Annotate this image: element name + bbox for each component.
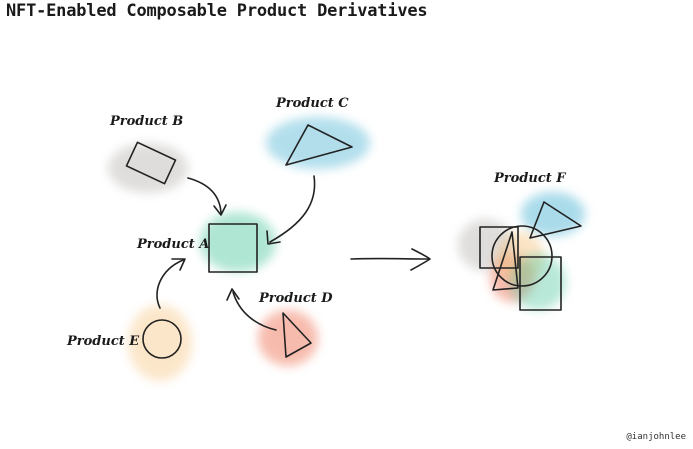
- product-d-triangle-shape: [282, 312, 312, 358]
- product-b-rectangle-shape: [125, 141, 177, 185]
- product-a-label: Product A: [136, 237, 209, 252]
- product-f-rectangle-shape: [479, 226, 519, 269]
- product-e-label: Product E: [66, 334, 140, 349]
- product-e-node: Product E: [66, 305, 192, 381]
- product-d-watercolor-blob: [258, 310, 318, 366]
- arrow-d-to-a: [226, 288, 277, 331]
- product-e-circle-shape: [142, 319, 182, 359]
- product-f-node: Product F: [458, 171, 585, 311]
- product-a-square-shape: [208, 223, 258, 273]
- product-c-triangle-shape: [285, 124, 353, 166]
- product-f-triangle-bottom-shape: [492, 231, 519, 291]
- product-f-blue-blob: [521, 192, 585, 236]
- arrow-b-to-a: [187, 177, 227, 216]
- product-b-watercolor-blob: [108, 143, 188, 193]
- product-f-label: Product F: [493, 171, 566, 186]
- product-a-node: Product A: [136, 212, 276, 273]
- product-a-watercolor-blob: [200, 212, 276, 272]
- product-d-node: Product D: [258, 291, 333, 366]
- product-b-label: Product B: [109, 114, 183, 129]
- arrow-c-to-a: [266, 175, 316, 245]
- author-credit: @ianjohnlee: [626, 432, 686, 442]
- product-c-label: Product C: [275, 96, 349, 111]
- product-b-node: Product B: [108, 114, 188, 193]
- arrow-to-product-f: [350, 248, 431, 271]
- arrow-e-to-a: [156, 258, 186, 309]
- product-c-watercolor-blob: [266, 117, 370, 169]
- product-c-node: Product C: [266, 96, 370, 169]
- diagram-title: NFT-Enabled Composable Product Derivativ…: [6, 1, 428, 21]
- product-f-triangle-top-shape: [529, 201, 582, 239]
- product-d-label: Product D: [258, 291, 333, 306]
- product-f-circle-shape: [491, 225, 553, 287]
- product-e-watercolor-blob: [128, 305, 192, 381]
- product-f-square-shape: [519, 256, 562, 311]
